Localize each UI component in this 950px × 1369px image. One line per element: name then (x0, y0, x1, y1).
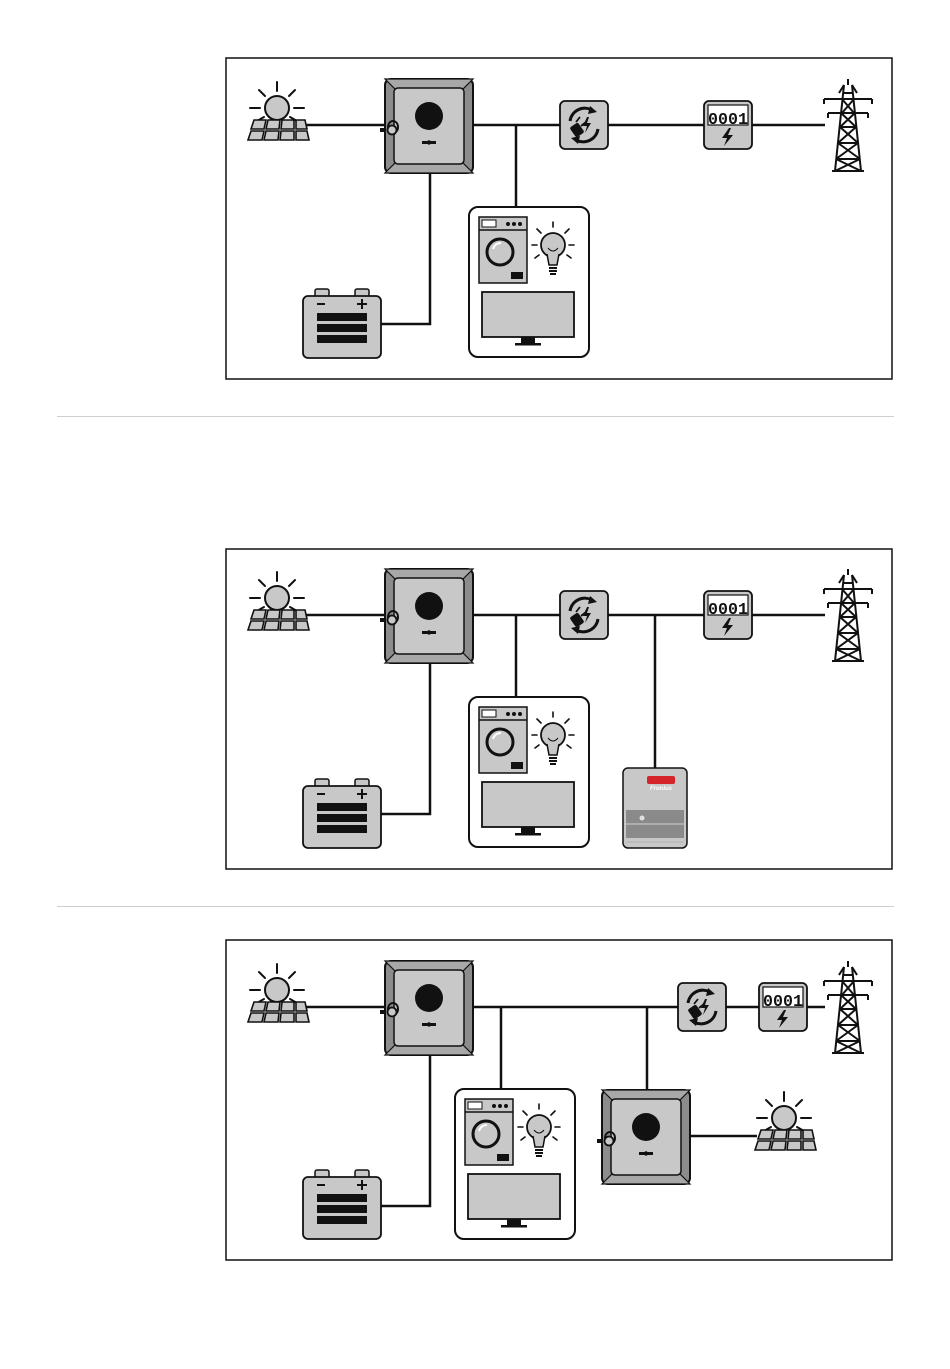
diagram-3: 0001 (226, 940, 892, 1260)
diagram-1: 0001 (226, 58, 892, 379)
meter-display: 0001 (708, 601, 748, 620)
battery-icon (303, 1170, 381, 1239)
inverter-icon (380, 569, 473, 663)
battery-icon (303, 779, 381, 848)
household-loads-icon (469, 697, 589, 847)
household-loads-icon (469, 207, 589, 357)
battery-icon (303, 289, 381, 358)
wallbox-icon: Fronius (623, 768, 687, 848)
brand-logo: Fronius (650, 786, 673, 792)
meter-display: 0001 (763, 993, 803, 1012)
diagram-2: 0001 Fronius (226, 549, 892, 869)
inverter-icon (380, 79, 473, 173)
energy-meter-icon: 0001 (759, 983, 807, 1031)
meter-display: 0001 (708, 111, 748, 130)
inverter-icon (380, 961, 473, 1055)
household-loads-icon (455, 1089, 575, 1239)
energy-meter-icon: 0001 (704, 591, 752, 639)
switch-icon (678, 983, 726, 1031)
switch-icon (560, 591, 608, 639)
energy-meter-icon: 0001 (704, 101, 752, 149)
switch-icon (560, 101, 608, 149)
second-inverter-icon (597, 1090, 690, 1184)
